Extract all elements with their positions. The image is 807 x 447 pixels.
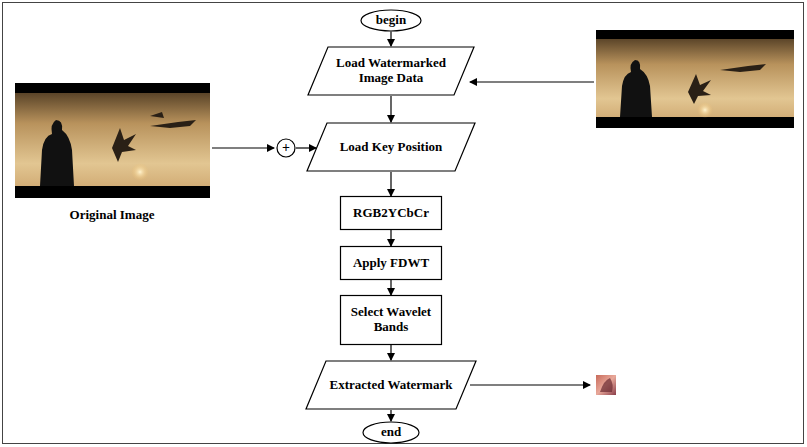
node-label: +: [282, 141, 290, 155]
input-arrow: [212, 147, 274, 148]
process-box: Apply FDWT: [340, 246, 442, 280]
node-outline-shape: [341, 247, 442, 280]
flow-arrow: [296, 147, 316, 148]
node-outline-shape: [363, 422, 419, 443]
watermark-thumbnail: [596, 375, 616, 395]
flow-arrow: [390, 96, 391, 122]
process-box: Select Wavelet Bands: [340, 295, 442, 345]
flow-arrow: [390, 410, 391, 421]
node-label: end: [381, 425, 401, 440]
node-outline-shape: [308, 47, 474, 95]
image-caption: Original Image: [70, 207, 155, 223]
node-outline-shape: [306, 361, 476, 409]
flow-arrow: [390, 32, 391, 47]
node-label: Apply FDWT: [353, 256, 429, 271]
flow-arrow: [390, 230, 391, 246]
node-outline-shape: [361, 10, 421, 31]
node-label: Select Wavelet Bands: [346, 305, 436, 335]
frame: [3, 3, 804, 444]
node-label: Load Key Position: [340, 140, 443, 155]
input-arrow: [470, 81, 594, 82]
terminal-oval: begin: [360, 9, 422, 32]
node-label: RGB2YCbCr: [353, 206, 429, 221]
terminal-oval: end: [362, 421, 420, 444]
node-label: Load Watermarked Image Data: [331, 56, 451, 86]
io-parallelogram: Extracted Watermark: [305, 360, 477, 410]
node-outline-shape: [341, 197, 442, 230]
watermarked-image: [596, 30, 794, 128]
flow-arrow: [390, 345, 391, 360]
sum-circle: +: [276, 138, 296, 158]
node-outline-shape: [341, 296, 442, 345]
original-image: [15, 83, 210, 198]
node-label: begin: [376, 13, 406, 28]
io-parallelogram: Load Watermarked Image Data: [307, 46, 475, 96]
io-parallelogram: Load Key Position: [306, 122, 476, 172]
flow-arrow: [390, 172, 391, 196]
node-outline-shape: [307, 123, 475, 171]
node-label: Extracted Watermark: [330, 378, 453, 393]
process-box: RGB2YCbCr: [340, 196, 442, 230]
output-arrow: [470, 384, 590, 385]
flow-arrow: [390, 280, 391, 295]
node-outline-shape: [277, 139, 295, 157]
